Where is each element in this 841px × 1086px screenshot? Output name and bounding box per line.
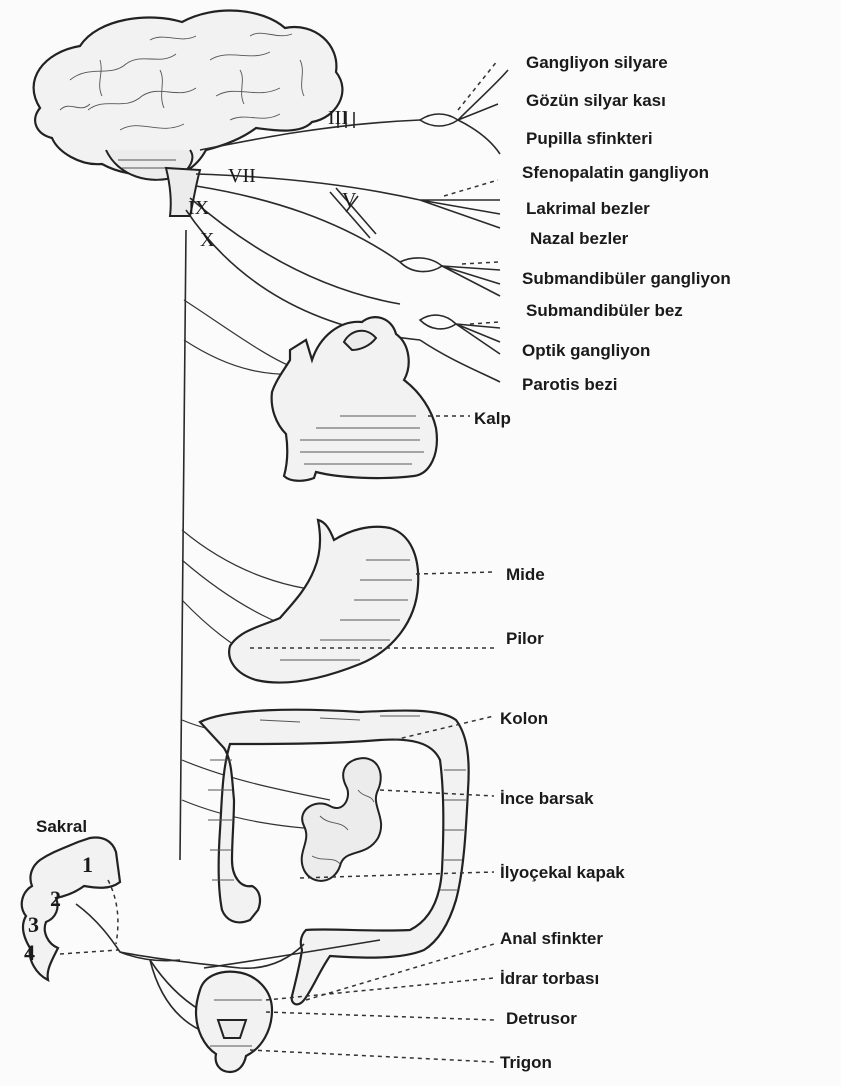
nerve-vii-label: VII <box>228 165 256 187</box>
label-gangliyon-silyare: Gangliyon silyare <box>526 53 668 72</box>
sacral-segment-3: 3 <box>28 912 39 937</box>
label-parotis-bezi: Parotis bezi <box>522 375 617 394</box>
label-nazal-bezler: Nazal bezler <box>530 229 629 248</box>
label-mide: Mide <box>506 565 545 584</box>
nerve-x-label: X <box>200 229 215 251</box>
brain-icon <box>34 11 343 216</box>
labels: Gangliyon silyare Gözün silyar kası Pupi… <box>474 53 731 1072</box>
colon-icon <box>200 710 494 1005</box>
sacral-segment-4: 4 <box>24 940 35 965</box>
label-lakrimal-bezler: Lakrimal bezler <box>526 199 650 218</box>
label-optik-gangliyon: Optik gangliyon <box>522 341 650 360</box>
sacral-segment-2: 2 <box>50 886 61 911</box>
nerve-ix-label: IX <box>188 197 210 219</box>
heart-icon <box>272 317 470 481</box>
label-pilor: Pilor <box>506 629 544 648</box>
label-ince-barsak: İnce barsak <box>500 789 594 808</box>
label-kolon: Kolon <box>500 709 548 728</box>
label-trigon: Trigon <box>500 1053 552 1072</box>
label-sfenopalatin-gangliyon: Sfenopalatin gangliyon <box>522 163 709 182</box>
stomach-icon <box>229 520 494 683</box>
label-submandibuler-gangliyon: Submandibüler gangliyon <box>522 269 731 288</box>
nerve-v-label: V <box>342 189 357 211</box>
sacral-title: Sakral <box>36 817 87 836</box>
label-kalp: Kalp <box>474 409 511 428</box>
label-detrusor: Detrusor <box>506 1009 577 1028</box>
label-ilyocekal-kapak: İlyoçekal kapak <box>500 863 625 882</box>
vagus-trunk <box>180 230 186 860</box>
label-gozun-silyar-kasi: Gözün silyar kası <box>526 91 666 110</box>
label-submandibuler-bez: Submandibüler bez <box>526 301 683 320</box>
sacral-segment-1: 1 <box>82 852 93 877</box>
label-pupilla-sfinkteri: Pupilla sfinkteri <box>526 129 653 148</box>
label-anal-sfinkter: Anal sfinkter <box>500 929 603 948</box>
label-idrar-torbasi: İdrar torbası <box>500 969 599 988</box>
nerve-iii-label: III <box>328 107 348 129</box>
